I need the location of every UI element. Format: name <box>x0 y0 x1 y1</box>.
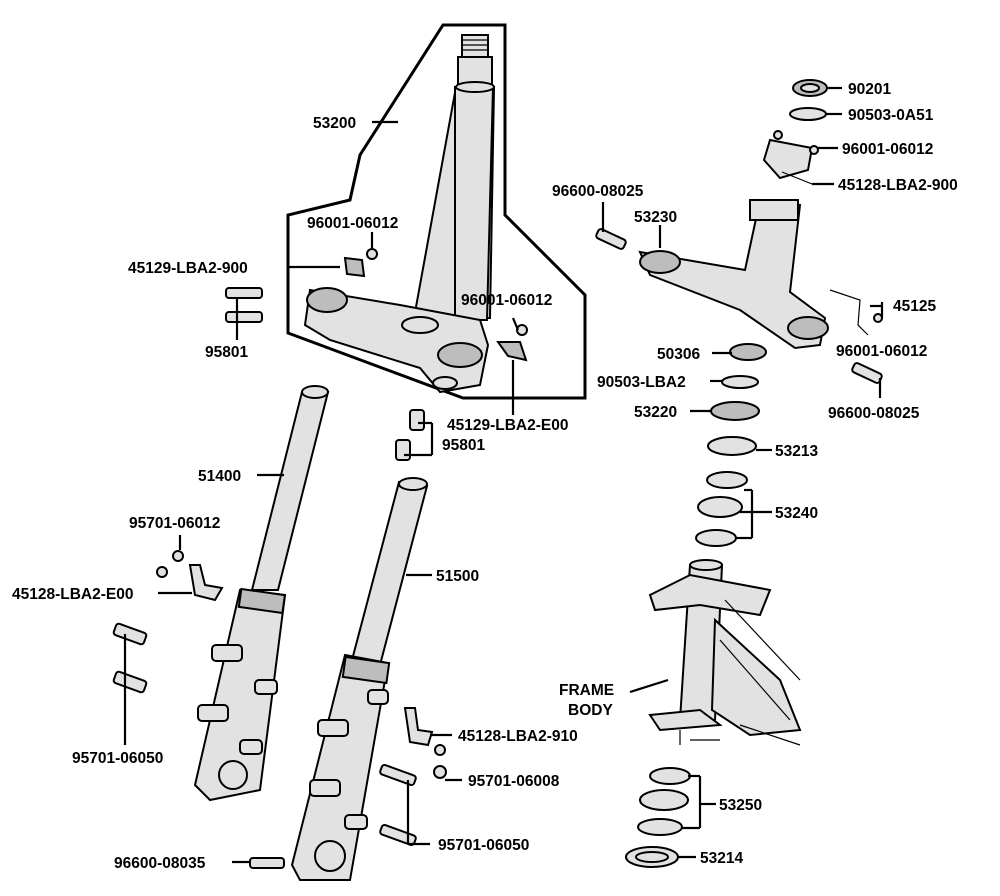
race-53213-drawing <box>707 436 757 456</box>
label-96001-06012-sensor: 96001-06012 <box>836 343 927 360</box>
label-96001-06012-clamp: 96001-06012 <box>461 292 552 309</box>
label-45128-lba2-e00: 45128-LBA2-E00 <box>12 586 133 603</box>
washer-90503-0a51-drawing <box>789 107 827 121</box>
bolt-96600-08025-top-drawing <box>595 228 627 250</box>
label-53214: 53214 <box>700 850 743 867</box>
fork-tube-51400 <box>193 385 330 802</box>
label-body: BODY <box>568 702 613 719</box>
label-96600-08035: 96600-08035 <box>114 855 206 872</box>
label-96600-08025-top: 96600-08025 <box>552 183 644 200</box>
bearing-set-53240-drawing <box>695 471 748 547</box>
label-96001-06012-stem: 96001-06012 <box>307 215 398 232</box>
bolts-95801-upper-drawing <box>225 287 263 323</box>
label-frame: FRAME <box>559 682 614 699</box>
bolt-96600-08035-drawing <box>249 857 285 869</box>
clamp-45129-900-drawing <box>343 248 378 278</box>
steering-stem-outline-box <box>286 23 587 400</box>
label-53230: 53230 <box>634 209 677 226</box>
label-51400: 51400 <box>198 468 241 485</box>
leader-lines <box>123 86 884 864</box>
label-45129-lba2-900: 45129-LBA2-900 <box>128 260 248 277</box>
label-53240: 53240 <box>775 505 818 522</box>
bracket-45128-e00-drawing <box>156 550 224 602</box>
nut-50306-drawing <box>729 343 767 361</box>
nut-90201-drawing <box>792 79 828 97</box>
label-96600-08025-right: 96600-08025 <box>828 405 920 422</box>
label-95701-06012: 95701-06012 <box>129 515 220 532</box>
label-53213: 53213 <box>775 443 818 460</box>
bracket-45128-900-drawing <box>762 130 819 185</box>
label-95701-06050-right: 95701-06050 <box>438 837 529 854</box>
label-90503-lba2: 90503-LBA2 <box>597 374 686 391</box>
top-bridge-53230 <box>638 198 829 350</box>
label-95701-06008: 95701-06008 <box>468 773 560 790</box>
clamp-45129-e00-drawing <box>496 324 528 362</box>
label-45129-lba2-e00: 45129-LBA2-E00 <box>447 417 568 434</box>
bolt-96600-08025-right-drawing <box>851 362 883 384</box>
label-50306: 50306 <box>657 346 700 363</box>
frame-body-drawing <box>648 559 802 746</box>
label-51500: 51500 <box>436 568 479 585</box>
race-53220-drawing <box>710 401 760 421</box>
race-53214-drawing <box>625 846 679 868</box>
sensor-45125-drawing <box>829 289 883 336</box>
label-95801-upper: 95801 <box>205 344 248 361</box>
label-53220: 53220 <box>634 404 677 421</box>
bracket-45128-910-drawing <box>403 707 447 779</box>
label-45128-lba2-900: 45128-LBA2-900 <box>838 177 958 194</box>
bolts-95801-lower-drawing <box>395 409 425 461</box>
washer-90503-lba2-drawing <box>721 375 759 389</box>
bearing-set-53250-drawing <box>637 767 691 836</box>
fork-tube-51500 <box>290 477 429 881</box>
label-53250: 53250 <box>719 797 762 814</box>
label-45125: 45125 <box>893 298 936 315</box>
bolt-95701-06050-right-drawing <box>379 763 417 847</box>
label-95801-lower: 95801 <box>442 437 485 454</box>
label-53200: 53200 <box>313 115 356 132</box>
label-90503-0a51: 90503-0A51 <box>848 107 934 124</box>
label-45128-lba2-910: 45128-LBA2-910 <box>458 728 578 745</box>
steering-stem-53200 <box>303 34 496 394</box>
bolts-95701-06050-left-drawing <box>112 622 148 694</box>
label-95701-06050-left: 95701-06050 <box>72 750 163 767</box>
label-96001-06012-bracket: 96001-06012 <box>842 141 933 158</box>
label-90201: 90201 <box>848 81 891 98</box>
